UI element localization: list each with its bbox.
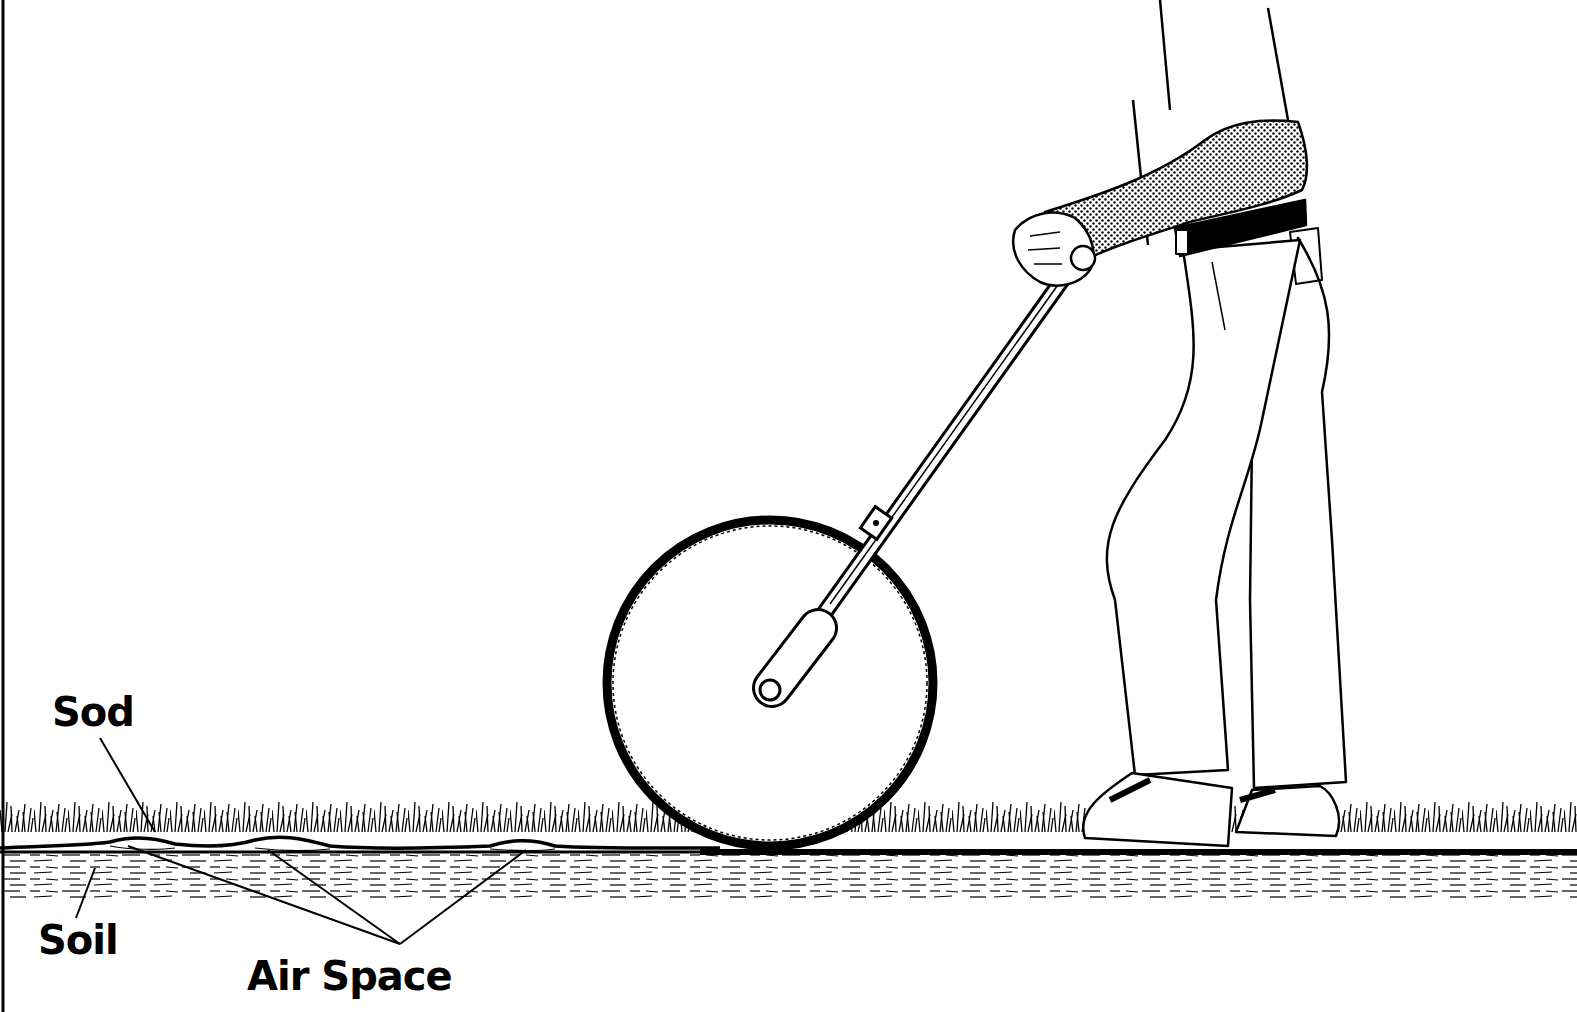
lawn-roller (607, 262, 1075, 846)
soil-hatch (0, 852, 1577, 898)
part-label: Sod (52, 692, 134, 732)
ground-line (0, 851, 1577, 854)
part-label: Soil (38, 920, 118, 960)
pressed-sod (700, 849, 1577, 855)
leader-lines (76, 738, 526, 944)
person (1013, 0, 1346, 846)
sod-layer (0, 837, 720, 848)
air-space-gaps (110, 846, 555, 851)
part-label: Air Space (247, 956, 452, 996)
